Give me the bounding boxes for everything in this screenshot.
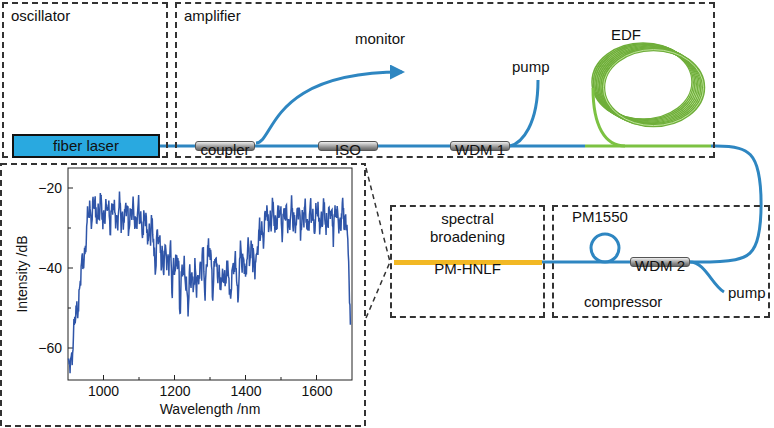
part-label: pump	[512, 58, 550, 75]
node-label: WDM 1	[455, 141, 505, 159]
node-label: EDF	[585, 26, 641, 44]
dashed-region: fiber laser oscillator	[2, 2, 168, 158]
node-label: amplifier	[184, 7, 241, 25]
node-label: ISO	[335, 141, 361, 159]
spectrum-chart	[68, 188, 350, 380]
node-label: fiber laser	[53, 137, 119, 155]
fiber-connector	[378, 145, 450, 148]
node-label: oscillator	[11, 7, 70, 25]
dashed-region: coupler ISO WDM 1 EDF amplifier	[175, 2, 715, 158]
axis-label: 1600	[301, 383, 332, 400]
axis-label: 1400	[230, 383, 261, 400]
zoom-line	[366, 168, 390, 262]
node-label: spectral broadening	[418, 210, 518, 246]
node-label: WDM 2	[635, 257, 685, 275]
fiber-coil: EDF	[585, 26, 711, 148]
axis-label: Wavelength /nm	[160, 401, 261, 418]
fiber-component: coupler	[195, 141, 255, 151]
fiber-connector	[510, 145, 585, 148]
fiber-component: ISO	[318, 141, 378, 151]
inset-frame	[1, 164, 365, 426]
spectrum-trace	[68, 191, 350, 373]
dashed-region: PM-HNLF spectral broadening	[390, 205, 545, 318]
fiber-loop	[591, 234, 619, 262]
pump-fiber	[690, 262, 724, 292]
fiber-connector	[255, 145, 318, 148]
node-label: coupler	[200, 141, 249, 159]
axis-label: −60	[38, 340, 62, 357]
part-label: PM1550	[572, 208, 628, 225]
edf-coil	[585, 26, 711, 148]
pump-fiber	[510, 80, 538, 146]
part-label: pump	[728, 284, 766, 301]
monitor-fiber	[256, 72, 402, 143]
node-label: compressor	[584, 293, 662, 311]
axis-label: −40	[38, 260, 62, 277]
fiber-component: PM-HNLF	[394, 260, 542, 265]
fiber-component: WDM 1	[450, 141, 510, 151]
fiber-connector	[542, 261, 631, 264]
fiber-component: WDM 2	[630, 257, 690, 267]
plot-frame	[68, 168, 352, 380]
axis-label: −20	[38, 180, 62, 197]
laser-box: fiber laser	[12, 134, 160, 158]
fiber-connector	[690, 146, 761, 262]
axis-label: 1200	[159, 383, 190, 400]
part-label: monitor	[355, 30, 405, 47]
axis-label: 1000	[88, 383, 119, 400]
zoom-line	[366, 262, 390, 318]
axis-label: Intensity /dB	[14, 235, 31, 312]
fiber-connector	[160, 145, 195, 148]
node-label: PM-HNLF	[434, 260, 501, 278]
